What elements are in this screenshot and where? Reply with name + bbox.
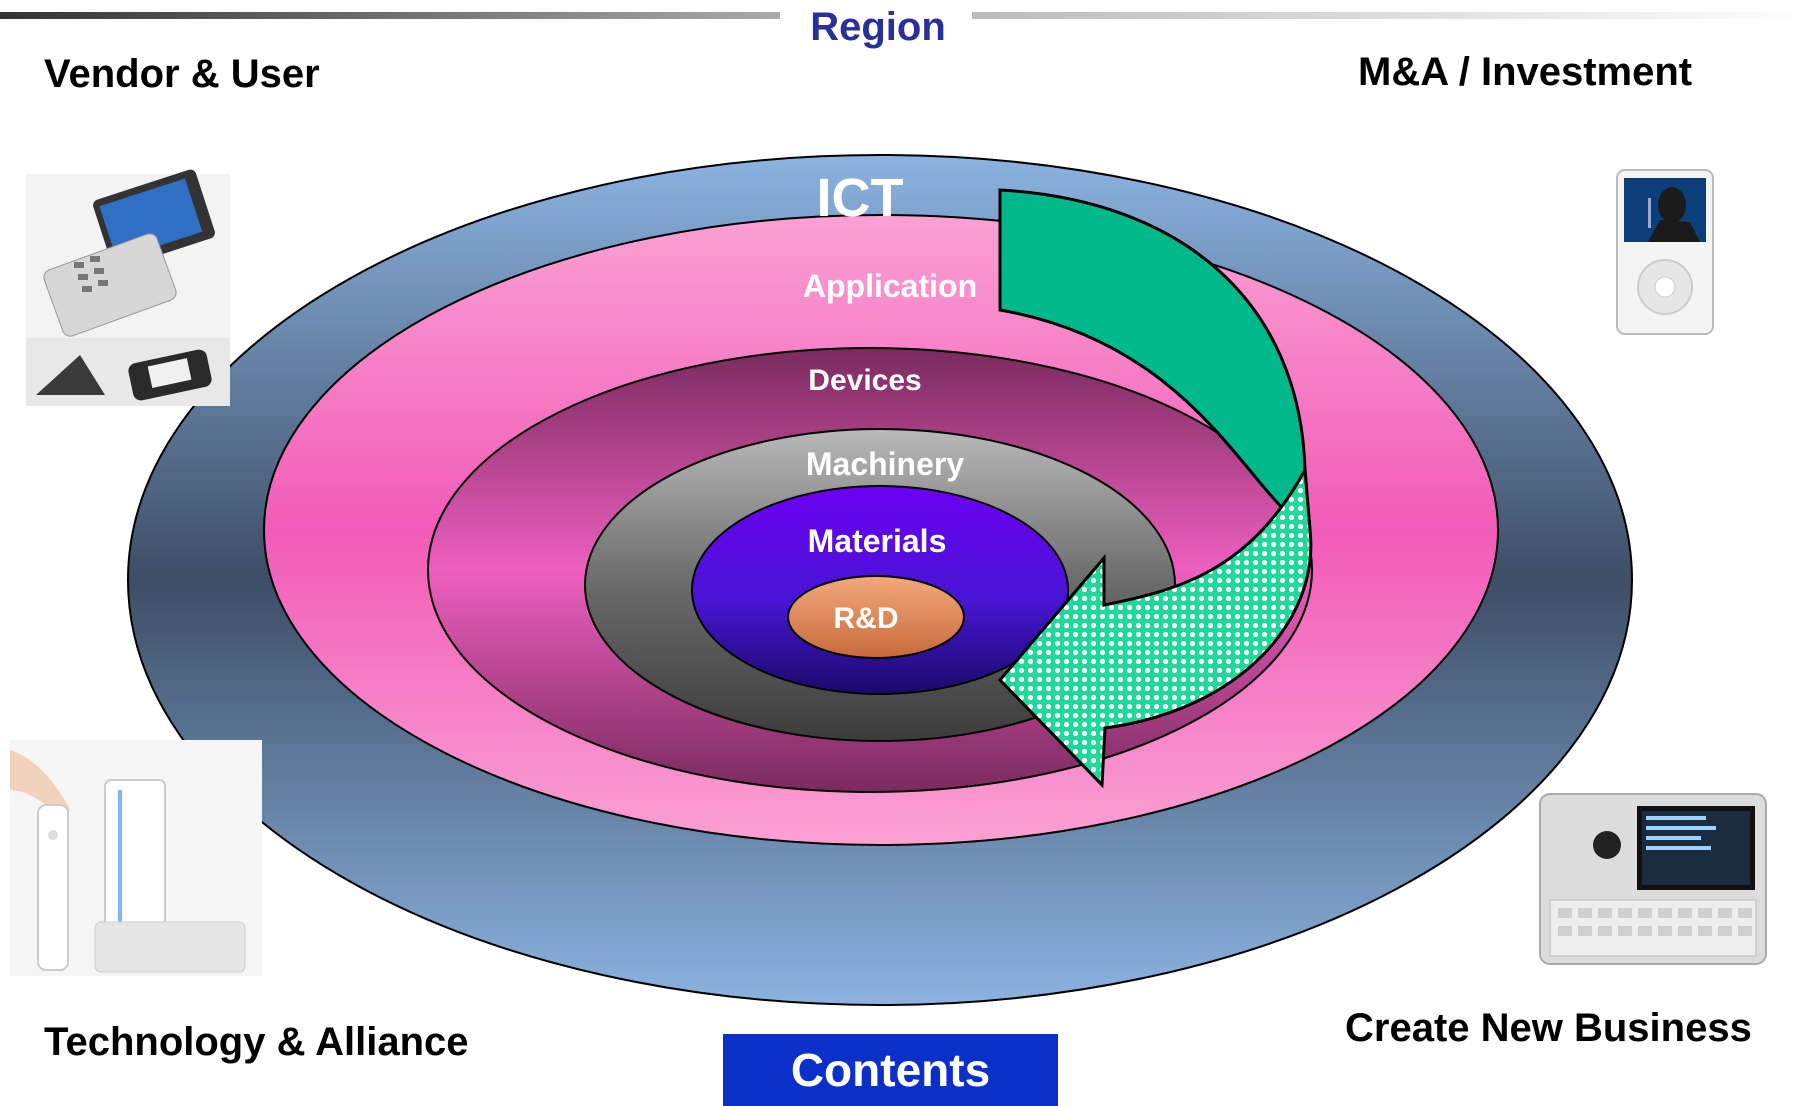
- label-machinery: Machinery: [806, 446, 964, 482]
- label-technology-alliance: Technology & Alliance: [44, 1020, 469, 1064]
- label-ict: ICT: [817, 168, 904, 228]
- label-devices: Devices: [808, 364, 921, 397]
- label-create-new-business: Create New Business: [1345, 1006, 1752, 1050]
- label-rnd: R&D: [834, 602, 899, 635]
- slider-phone-icon: [1539, 793, 1767, 965]
- header-rule-right: [972, 12, 1811, 19]
- header-title: Region: [810, 5, 946, 49]
- label-application: Application: [803, 268, 977, 304]
- label-vendor-user: Vendor & User: [44, 52, 320, 96]
- cycle-arrow: [997, 188, 1313, 789]
- folding-phone-icon: [26, 169, 230, 406]
- label-ma-investment: M&A / Investment: [1358, 50, 1693, 94]
- header-rule-left: [0, 12, 780, 19]
- contents-button[interactable]: Contents: [723, 1034, 1058, 1106]
- game-console-icon: [10, 740, 262, 976]
- core-rnd: [787, 575, 965, 659]
- label-materials: Materials: [808, 523, 947, 559]
- music-player-icon: [1616, 169, 1714, 335]
